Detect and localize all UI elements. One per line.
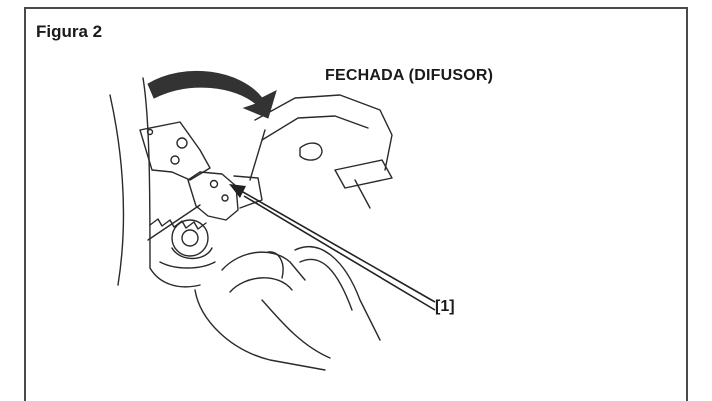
closing-direction-arrow xyxy=(147,70,277,119)
choke-state-label: FECHADA (DIFUSOR) xyxy=(325,67,494,84)
bracket-plate xyxy=(139,121,211,181)
callout-leader-lines xyxy=(235,187,436,311)
left-housing-outline xyxy=(109,94,125,286)
lower-housing xyxy=(194,289,326,371)
callout-label-1: [1] xyxy=(435,298,455,315)
figure-title: Figura 2 xyxy=(36,22,103,41)
intake-tube xyxy=(221,251,306,281)
choke-lever xyxy=(187,171,239,221)
callout-arrowhead xyxy=(229,184,246,198)
upper-housing xyxy=(254,94,393,171)
figure-frame xyxy=(24,7,688,401)
